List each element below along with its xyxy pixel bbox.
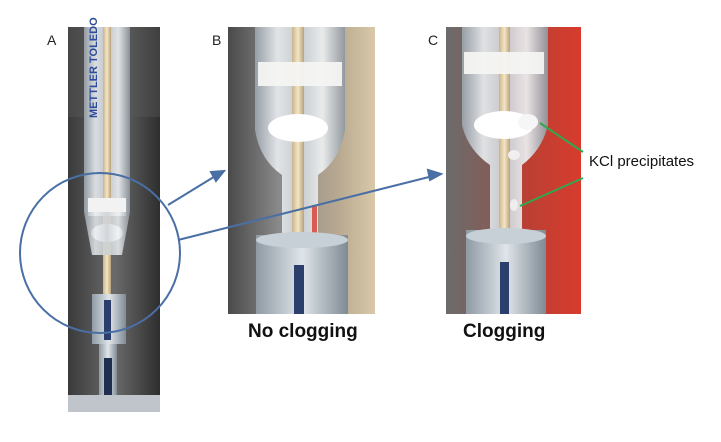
panel-c-photo [446,27,581,314]
magnification-circle [19,172,181,334]
zoom-arrows [167,168,444,241]
panel-b-letter: B [212,32,222,48]
annotation-lines [519,122,584,207]
kcl-precipitates-label: KCl precipitates [589,153,695,170]
panel-b-photo [228,27,375,314]
panel-c-caption: Clogging [463,321,546,342]
panel-a-brand-text: METTLER TOLEDO [88,17,100,118]
panel-b-caption: No clogging [248,321,358,342]
panel-c-letter: C [428,32,439,48]
panel-a-photo [68,27,160,412]
panel-a-letter: A [47,32,57,48]
